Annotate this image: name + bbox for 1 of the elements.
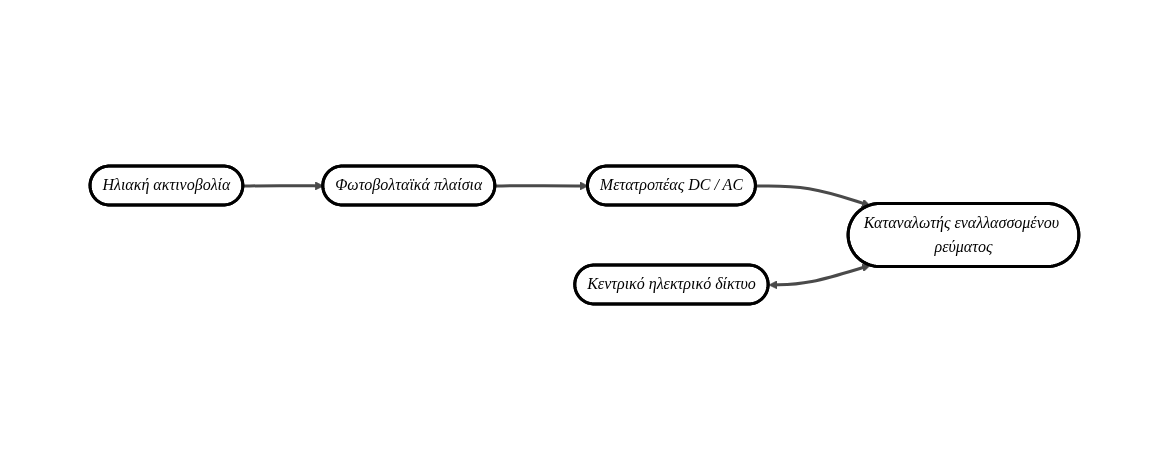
arrow [768,263,871,289]
